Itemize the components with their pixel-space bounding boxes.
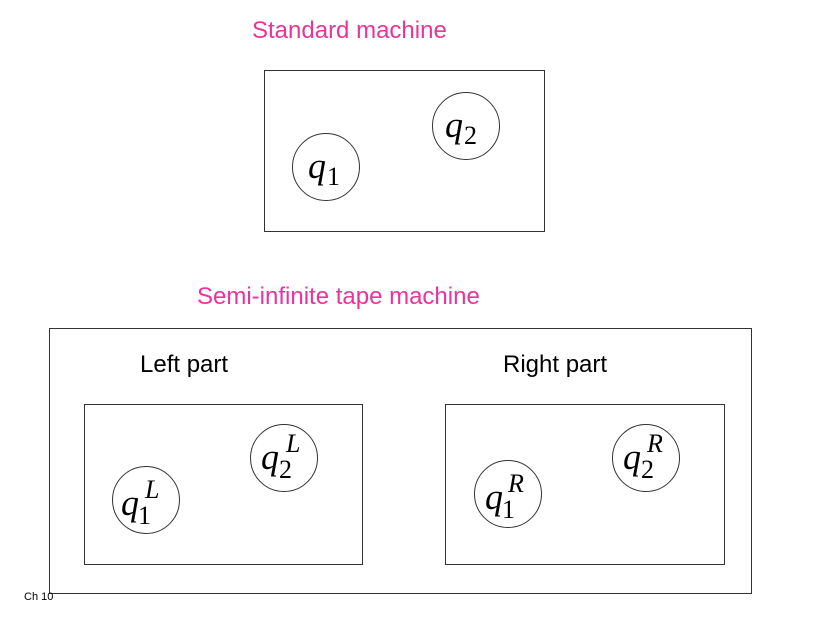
state-symbol: q [121, 483, 139, 523]
state-symbol: q [485, 477, 503, 517]
state-q1-left: q L 1 [112, 466, 180, 534]
state-symbol: q [261, 437, 279, 477]
state-q2-right: q R 2 [612, 424, 680, 492]
state-superscript: R [508, 469, 524, 498]
state-symbol: q [623, 437, 641, 477]
state-superscript: L [145, 475, 160, 504]
state-subscript: 1 [138, 501, 151, 530]
state-subscript: 1 [327, 162, 340, 191]
state-superscript: L [286, 429, 301, 458]
state-superscript: R [647, 429, 663, 458]
state-subscript: 2 [279, 455, 292, 484]
state-symbol: q [308, 146, 326, 186]
chapter-footer: Ch 10 [24, 591, 54, 603]
state-subscript: 2 [464, 121, 477, 150]
state-q2-left: q L 2 [250, 424, 318, 492]
state-subscript: 1 [502, 495, 515, 524]
semi-infinite-machine-box [49, 328, 752, 594]
state-q2: q 2 [432, 92, 500, 160]
semi-infinite-machine-title: Semi-infinite tape machine [197, 283, 480, 310]
right-part-label: Right part [503, 351, 608, 378]
right-part-box [445, 404, 725, 565]
left-part-label: Left part [140, 351, 229, 378]
state-subscript: 2 [641, 455, 654, 484]
standard-machine-title: Standard machine [252, 17, 447, 44]
state-symbol: q [445, 105, 463, 145]
standard-machine-box [264, 70, 545, 232]
state-q1-right: q R 1 [474, 460, 542, 528]
left-part-box [84, 404, 363, 565]
state-q1: q 1 [292, 133, 360, 201]
